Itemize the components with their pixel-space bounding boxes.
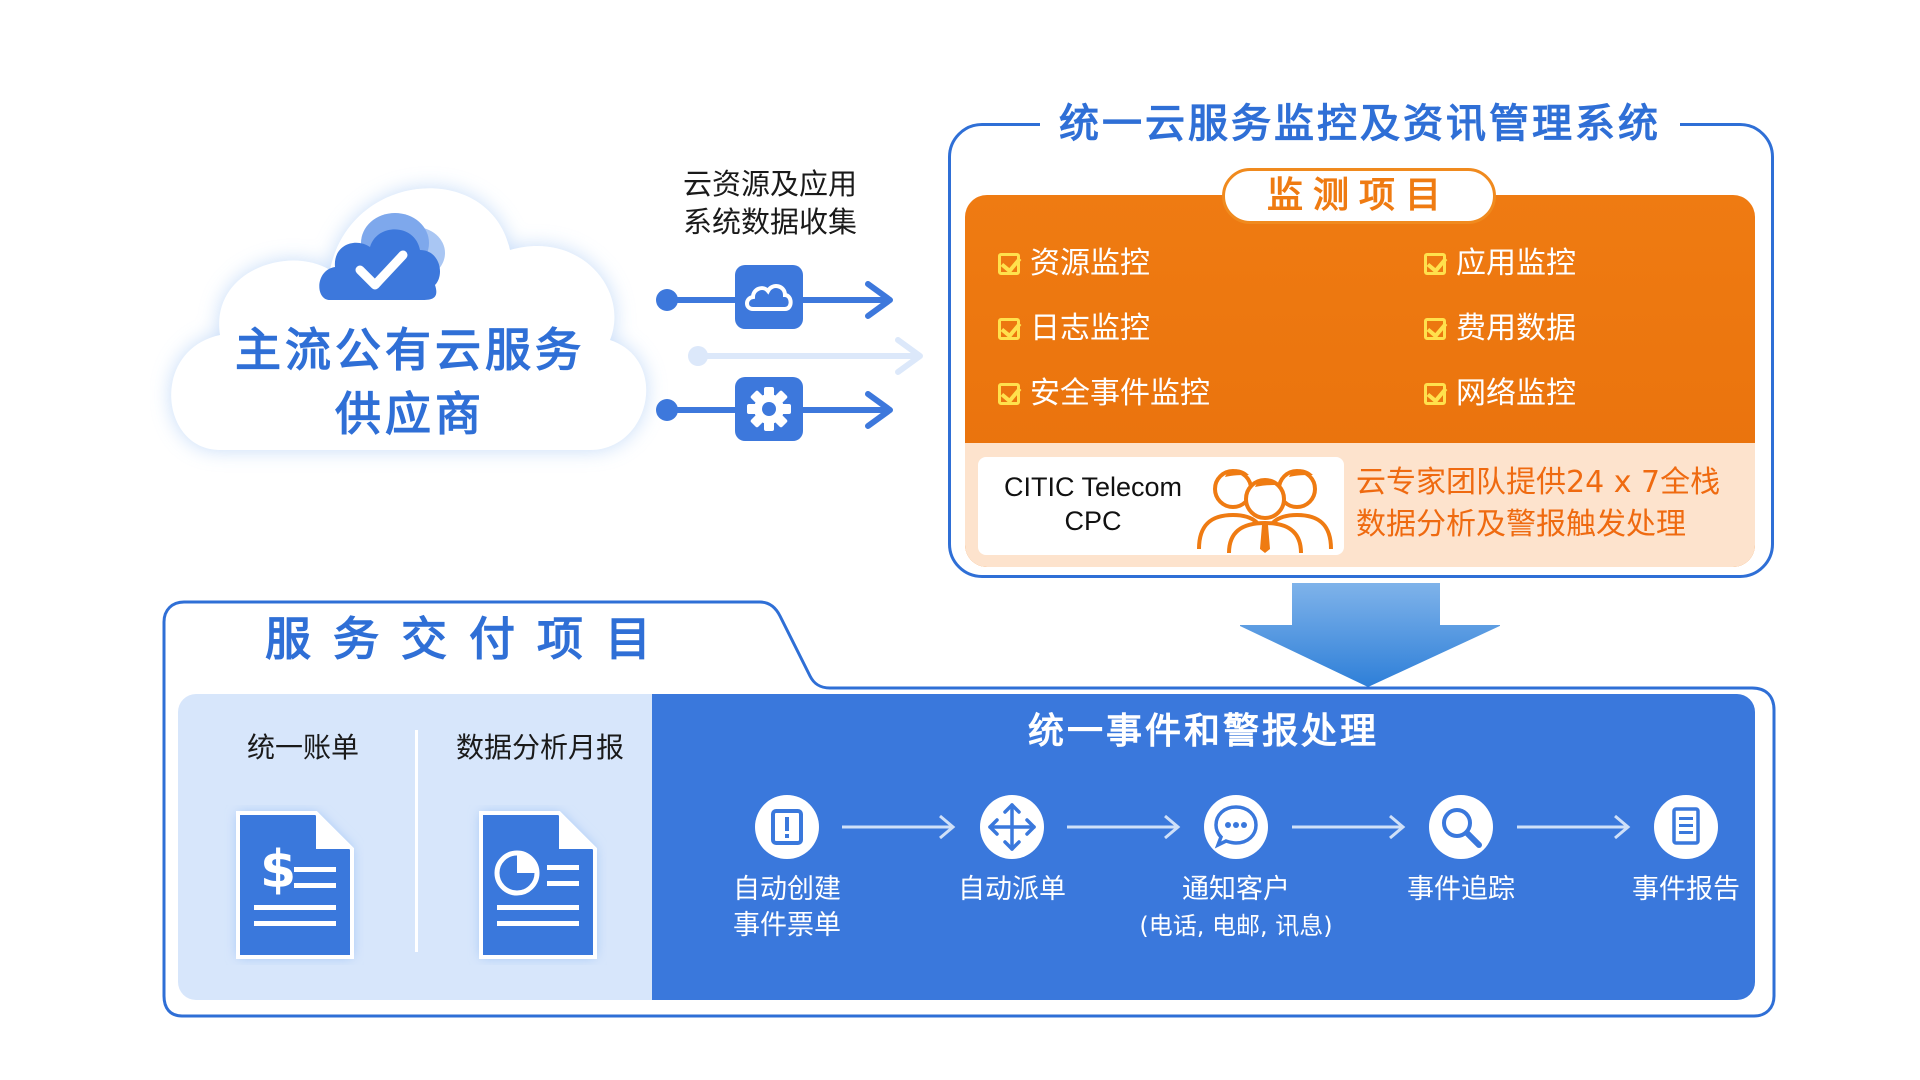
monitor-item: 网络监控 bbox=[1424, 374, 1576, 414]
unified-bill-label: 统一账单 bbox=[246, 731, 359, 764]
cloud-icon bbox=[735, 265, 803, 329]
flow-arrow-icon bbox=[842, 814, 956, 840]
step-label: 事件报告 bbox=[1632, 874, 1740, 905]
monitor-item: 资源监控 bbox=[998, 244, 1150, 284]
bill-document-icon: $ bbox=[236, 811, 354, 959]
monitor-item: 安全事件监控 bbox=[998, 374, 1210, 414]
pie-report-icon bbox=[479, 811, 597, 959]
step-label: 自动创建 事件票单 bbox=[733, 874, 841, 941]
monitor-item: 应用监控 bbox=[1424, 244, 1576, 284]
dispatch-arrows-icon bbox=[980, 795, 1044, 859]
company-name: CITIC Telecom CPC bbox=[1003, 472, 1183, 536]
monitor-item: 费用数据 bbox=[1424, 309, 1576, 349]
svg-text:$: $ bbox=[260, 840, 296, 900]
down-arrow-icon bbox=[1240, 583, 1500, 687]
monitoring-system-title: 统一云服务监控及资讯管理系统 bbox=[1040, 98, 1680, 150]
step-label: 事件追踪 bbox=[1407, 874, 1515, 905]
service-delivery-title: 服务交付项目 bbox=[265, 612, 673, 666]
checkbox-icon bbox=[998, 383, 1020, 405]
monthly-report-label: 数据分析月报 bbox=[455, 731, 624, 764]
flow-arrow-icon bbox=[1517, 814, 1631, 840]
checkbox-icon bbox=[998, 253, 1020, 275]
service-delivery-frame bbox=[162, 600, 1776, 1018]
expert-team-description: 云专家团队提供24 x 7全栈 数据分析及警报触发处理 bbox=[1356, 465, 1721, 542]
report-icon bbox=[1654, 795, 1718, 859]
alert-ticket-icon bbox=[755, 795, 819, 859]
chat-notify-icon bbox=[1204, 795, 1268, 859]
gear-icon bbox=[735, 377, 803, 441]
cloud-provider-title: 主流公有云服务 供应商 bbox=[235, 323, 585, 441]
panel-divider bbox=[415, 730, 418, 952]
checkbox-icon bbox=[998, 318, 1020, 340]
checkbox-icon bbox=[1424, 383, 1446, 405]
event-handling-panel bbox=[652, 694, 1755, 1000]
checkbox-icon bbox=[1424, 318, 1446, 340]
monitor-item: 日志监控 bbox=[998, 309, 1150, 349]
step-label: 自动派单 bbox=[958, 874, 1066, 905]
flow-arrow-icon bbox=[1292, 814, 1406, 840]
data-flow-arrows bbox=[656, 281, 923, 429]
cloud-provider-shape bbox=[171, 188, 647, 451]
search-icon bbox=[1429, 795, 1493, 859]
team-icon bbox=[1197, 469, 1333, 553]
event-handling-title: 统一事件和警报处理 bbox=[1027, 711, 1379, 752]
data-collection-label: 云资源及应用 系统数据收集 bbox=[682, 167, 857, 239]
flow-arrow-icon bbox=[1067, 814, 1181, 840]
monitor-items-title: 监测项目 bbox=[1222, 168, 1496, 224]
step-label: 通知客户 (电话, 电邮, 讯息) bbox=[1139, 874, 1333, 940]
checkbox-icon bbox=[1424, 253, 1446, 275]
cloud-check-icon bbox=[319, 213, 445, 300]
